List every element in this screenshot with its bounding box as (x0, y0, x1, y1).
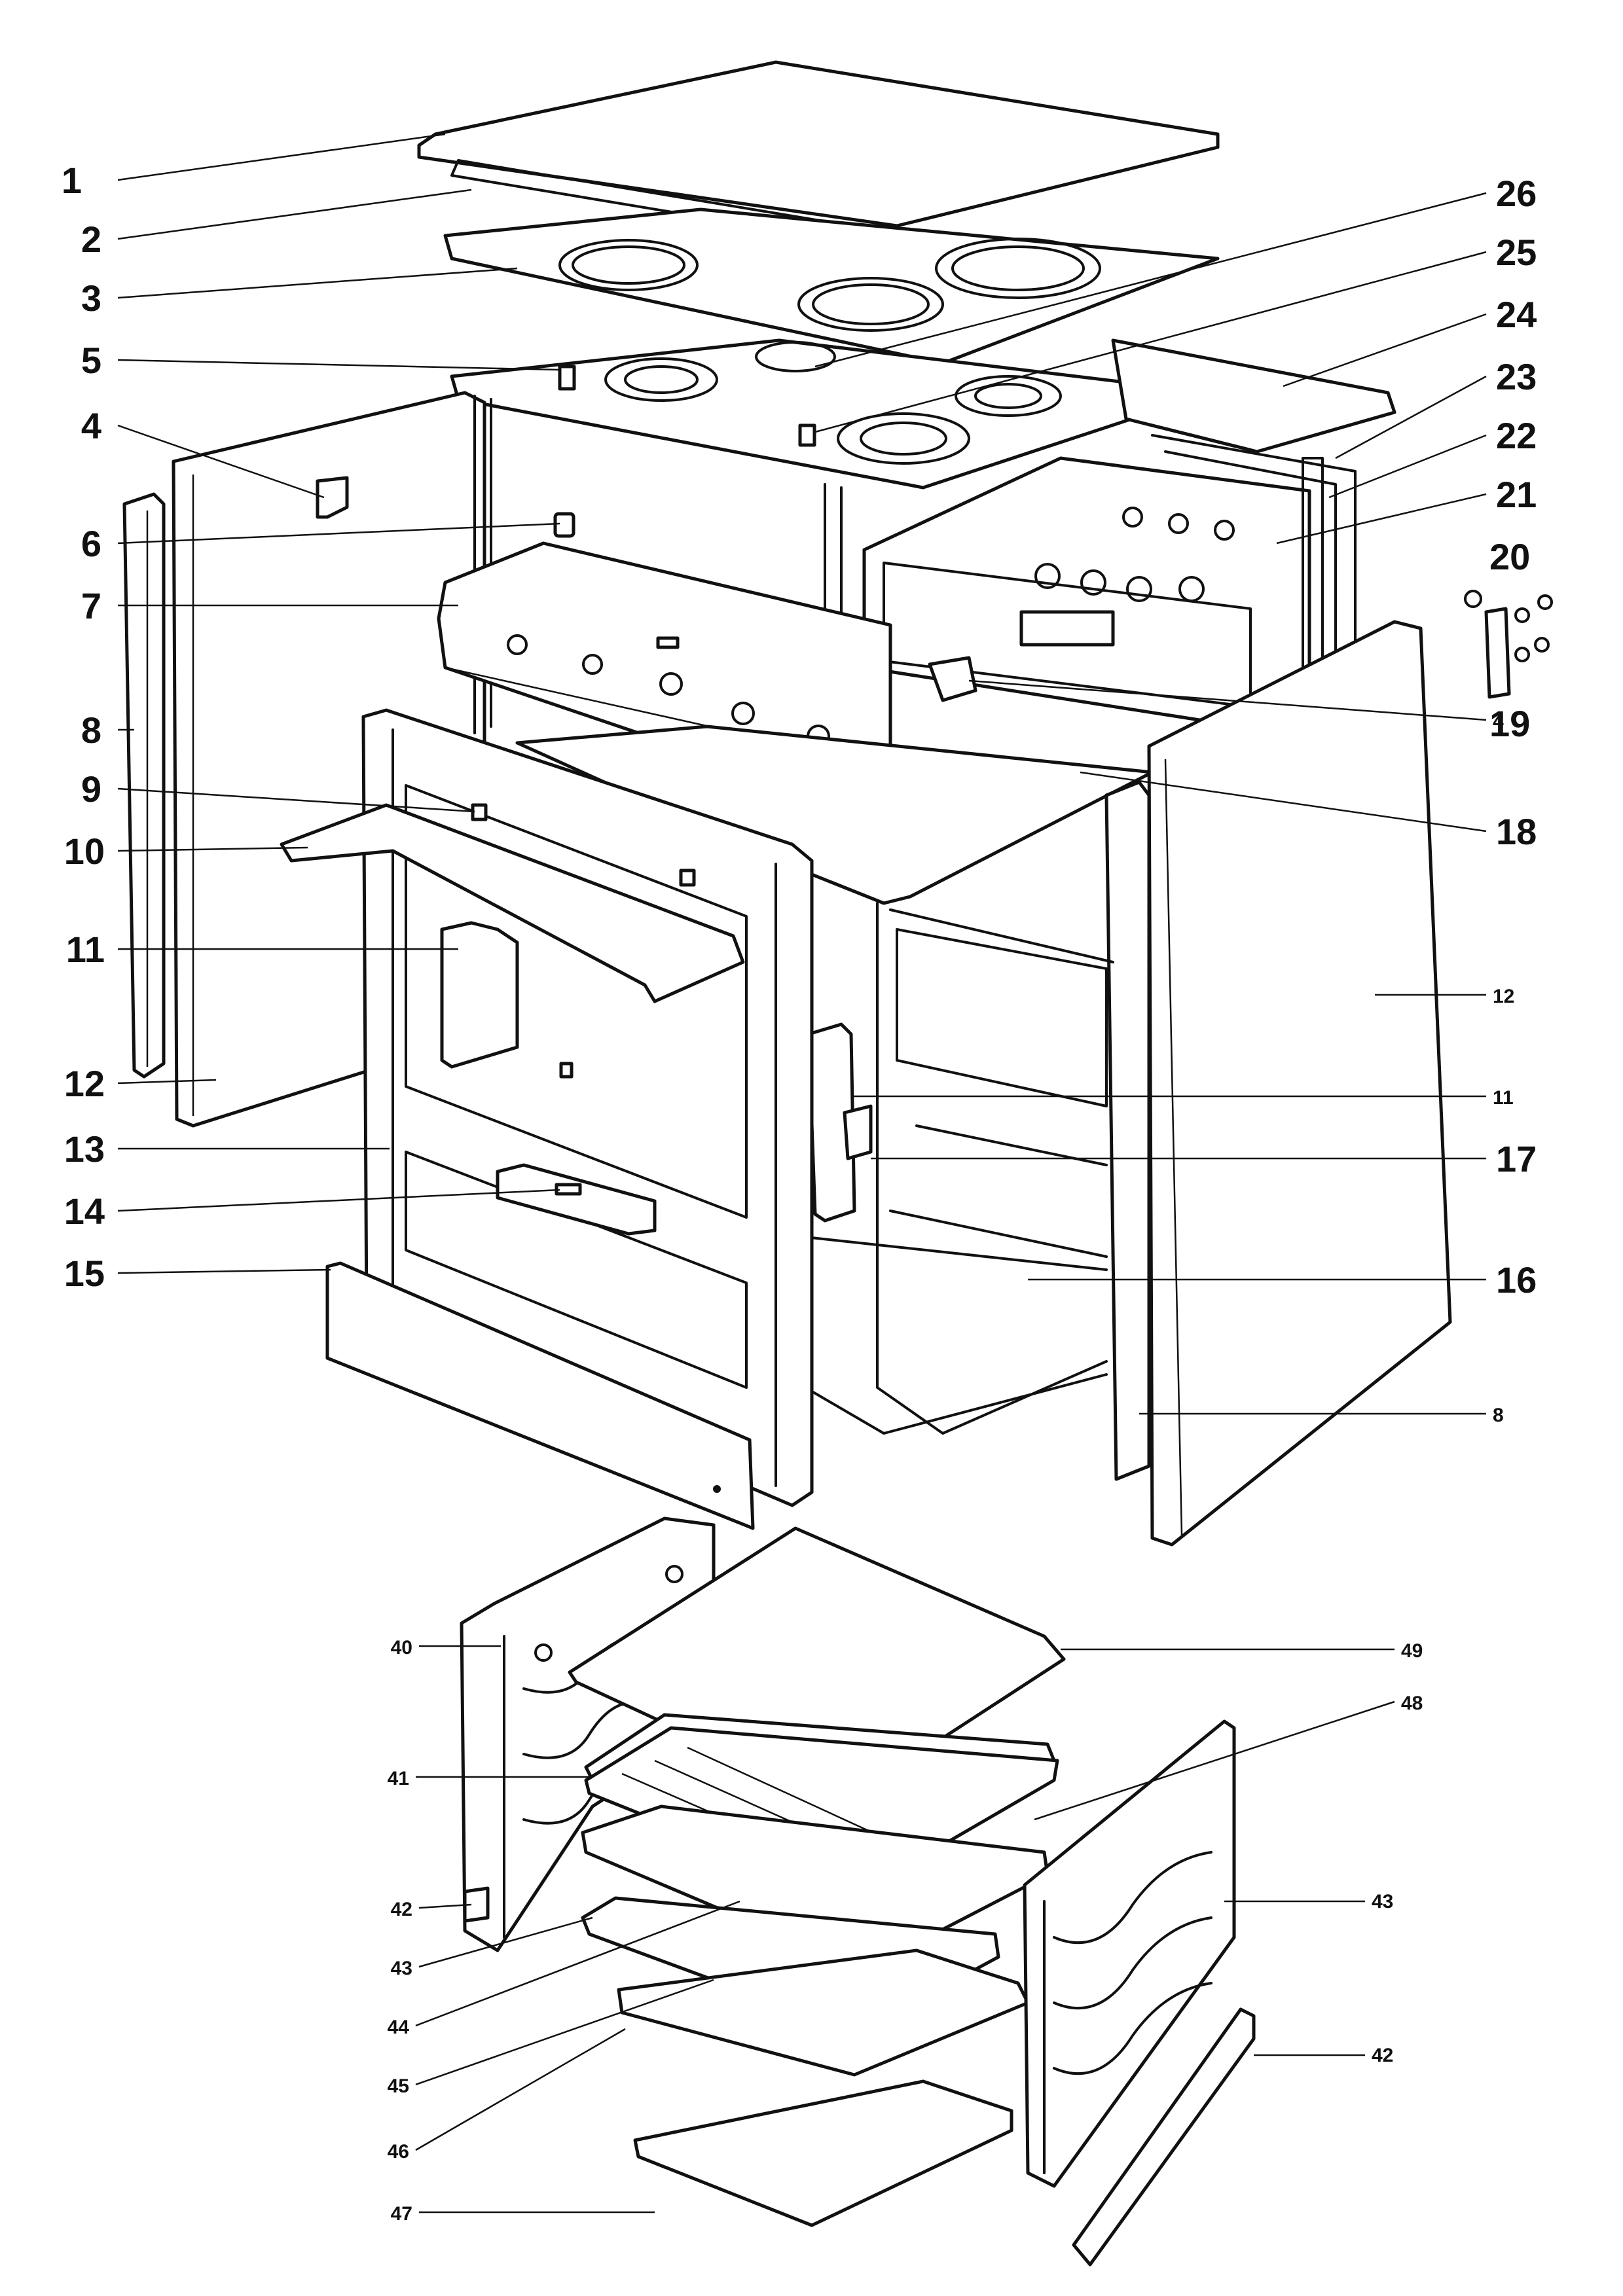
callout-43: 43 (391, 1958, 412, 1979)
part-6-knob (553, 512, 575, 538)
callout-48: 48 (1401, 1693, 1423, 1714)
callout-20: 20 (1489, 536, 1530, 577)
callout-4: 4 (81, 405, 101, 446)
callout-22: 22 (1496, 415, 1537, 456)
callout-46: 46 (388, 2141, 409, 2162)
part-47-base (633, 2079, 1013, 2227)
callout-17: 17 (1496, 1138, 1537, 1179)
leader-lines (117, 133, 1487, 2214)
part-21-rear-panel (862, 456, 1311, 735)
part-24-rear-top-trim (1111, 338, 1396, 454)
callout-14: 14 (64, 1191, 105, 1232)
part-11-hinge-left (440, 921, 519, 1069)
callout-6: 6 (81, 523, 101, 564)
callout-40: 40 (391, 1637, 412, 1659)
part-11-hinge-right (807, 1022, 856, 1223)
callout-47: 47 (391, 2203, 412, 2225)
part-15-kickplate (325, 1261, 755, 1530)
part-43-oven-side-right (1023, 1719, 1236, 2188)
callout-43-right: 43 (1372, 1891, 1393, 1912)
callout-16: 16 (1496, 1259, 1537, 1300)
part-9-screws (471, 803, 696, 1079)
callout-3: 3 (81, 278, 101, 319)
callout-45: 45 (388, 2075, 409, 2097)
callout-13: 13 (64, 1128, 105, 1170)
callout-25: 25 (1496, 232, 1537, 273)
callout-8-right: 8 (1493, 1405, 1504, 1426)
callout-2: 2 (81, 219, 101, 260)
part-1-lid (417, 60, 1220, 228)
part-12-right-side-panel (1147, 620, 1452, 1547)
callout-1: 1 (62, 160, 82, 201)
part-20-screws (1464, 590, 1553, 662)
callout-24: 24 (1496, 294, 1537, 335)
part-42-rail-right (1072, 2007, 1256, 2267)
part-8-left-rail (122, 492, 166, 1079)
callout-8: 8 (81, 709, 101, 751)
callout-21: 21 (1496, 474, 1537, 515)
callout-9: 9 (81, 768, 101, 810)
callout-15: 15 (64, 1253, 105, 1294)
part-42-rail-left (463, 1886, 490, 1923)
part-17-clip (843, 1104, 873, 1160)
callout-19: 19 (1489, 703, 1530, 744)
part-19-hinge-right (1484, 607, 1511, 699)
part-8-right-rail (1104, 780, 1151, 1481)
callout-11: 11 (66, 929, 105, 970)
callout-10: 10 (64, 831, 105, 872)
callout-23: 23 (1496, 356, 1537, 397)
part-4-bracket-right (928, 656, 977, 702)
callout-7: 7 (81, 585, 101, 626)
callout-18: 18 (1496, 811, 1537, 852)
callouts: 1 2 3 5 4 6 7 8 9 10 11 12 13 14 15 26 2… (62, 160, 1537, 2225)
callout-12-right: 12 (1493, 986, 1514, 1007)
callout-42-right: 42 (1372, 2045, 1393, 2066)
callout-44: 44 (388, 2017, 410, 2038)
callout-11-right: 11 (1493, 1087, 1514, 1109)
part-4-bracket-left (316, 476, 349, 519)
callout-41: 41 (388, 1768, 409, 1789)
callout-4-right: 4 (1493, 711, 1504, 732)
callout-49: 49 (1401, 1640, 1423, 1662)
callout-12: 12 (64, 1063, 105, 1104)
callout-5: 5 (81, 340, 101, 381)
callout-42: 42 (391, 1899, 412, 1920)
part-3-hob-plates (443, 207, 1220, 365)
part-10-deflector (280, 803, 745, 1003)
callout-26: 26 (1496, 173, 1537, 214)
